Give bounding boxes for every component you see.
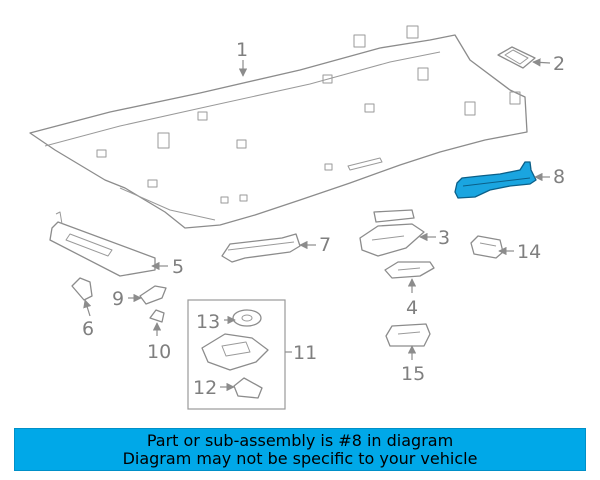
part-9[interactable] (139, 285, 167, 305)
part-14[interactable] (470, 235, 504, 259)
callout-9: 9 (112, 288, 124, 310)
part-11[interactable] (201, 333, 269, 371)
callout-11: 11 (293, 342, 317, 364)
part-6[interactable] (71, 277, 93, 301)
callout-12: 12 (193, 377, 217, 399)
part-12[interactable] (233, 377, 263, 399)
callout-13: 13 (196, 311, 220, 333)
headliner-part-1[interactable] (29, 25, 528, 229)
part-3[interactable] (359, 209, 425, 257)
banner-line-1: Part or sub-assembly is #8 in diagram (146, 430, 454, 450)
callout-15: 15 (401, 363, 425, 385)
callout-8: 8 (553, 166, 565, 188)
callout-10: 10 (147, 341, 171, 363)
part-15[interactable] (385, 323, 431, 347)
sun-visor-part-5[interactable] (49, 211, 156, 277)
part-4[interactable] (384, 261, 435, 279)
part-11-group (187, 299, 292, 410)
callout-7: 7 (319, 234, 331, 256)
callout-4: 4 (406, 297, 418, 319)
banner-line-2: Diagram may not be specific to your vehi… (122, 448, 478, 468)
part-10[interactable] (149, 309, 165, 323)
callout-2: 2 (553, 53, 565, 75)
part-2[interactable] (497, 46, 536, 69)
callout-3: 3 (438, 227, 450, 249)
callout-5: 5 (172, 256, 184, 278)
callout-14: 14 (517, 241, 541, 263)
parts-diagram: 1 2 8 5 7 3 14 (29, 25, 565, 410)
part-7[interactable] (221, 233, 301, 263)
highlighted-part-8[interactable] (454, 161, 537, 199)
callout-6: 6 (82, 318, 94, 340)
callout-1: 1 (236, 39, 248, 61)
part-13[interactable] (232, 309, 262, 327)
info-banner: Part or sub-assembly is #8 in diagram Di… (14, 428, 586, 471)
